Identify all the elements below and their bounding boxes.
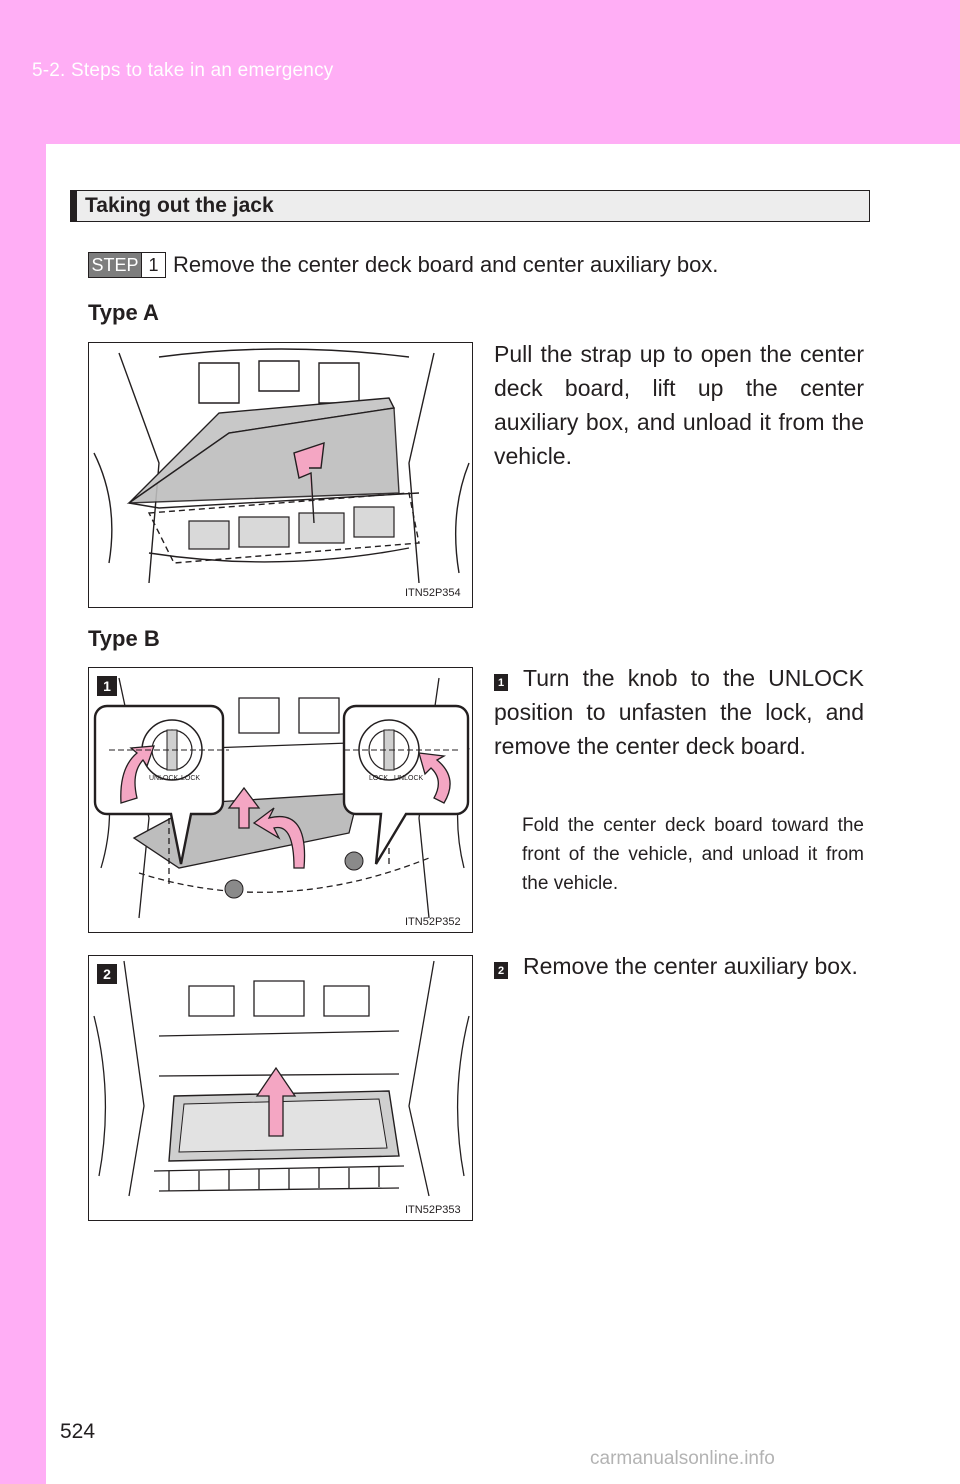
step-badge-1: 1 xyxy=(494,674,508,691)
knob-left-label-1: UNLOCK xyxy=(149,775,179,782)
type-b-label: Type B xyxy=(88,626,160,651)
step-instruction: Remove the center deck board and center … xyxy=(173,252,719,277)
figure-code: ITN52P352 xyxy=(405,916,461,928)
section-title: Taking out the jack xyxy=(85,194,274,217)
step-badge: STEP 1 xyxy=(88,252,166,278)
knob-right-label-2: UNLOCK xyxy=(394,775,424,782)
deck-board-unlock-illustration: UNLOCK LOCK LOCK UNLOCK xyxy=(93,677,470,919)
type-a-instruction: Pull the strap up to open the center dec… xyxy=(494,341,864,469)
figure-step-badge-2: 2 xyxy=(97,964,117,984)
type-b-step-2-instruction: Remove the center auxiliary box. xyxy=(523,953,858,979)
knob-left-label-2: LOCK xyxy=(181,775,200,782)
knob-right-label-1: LOCK xyxy=(369,775,388,782)
type-b-step-1-instruction: Turn the knob to the UNLOCK position to … xyxy=(494,665,864,759)
side-band xyxy=(0,144,46,1484)
type-b-step-1-note: Fold the center deck board toward the fr… xyxy=(522,815,864,894)
figure-code: ITN52P354 xyxy=(405,587,461,599)
figure-code: ITN52P353 xyxy=(405,1204,461,1216)
step-badge-word: STEP xyxy=(89,253,141,277)
section-title-box: Taking out the jack xyxy=(70,190,870,222)
watermark: carmanualsonline.info xyxy=(590,1448,775,1469)
figure-type-b-2: 2 ITN52P353 xyxy=(88,955,473,1221)
title-accent xyxy=(71,191,77,221)
page-number: 524 xyxy=(60,1420,96,1443)
type-a-label: Type A xyxy=(88,300,159,325)
step-badge-2: 2 xyxy=(494,962,508,979)
auxiliary-box-illustration xyxy=(93,960,470,1197)
figure-step-badge-1: 1 xyxy=(97,676,117,696)
figure-type-a: ITN52P354 xyxy=(88,342,473,608)
cargo-deck-illustration xyxy=(93,348,470,584)
section-label: 5-2. Steps to take in an emergency xyxy=(32,60,334,81)
header-band xyxy=(0,0,960,144)
step-badge-number: 1 xyxy=(141,253,165,277)
figure-type-b-1: UNLOCK LOCK LOCK UNLOCK 1 ITN52P352 xyxy=(88,667,473,933)
